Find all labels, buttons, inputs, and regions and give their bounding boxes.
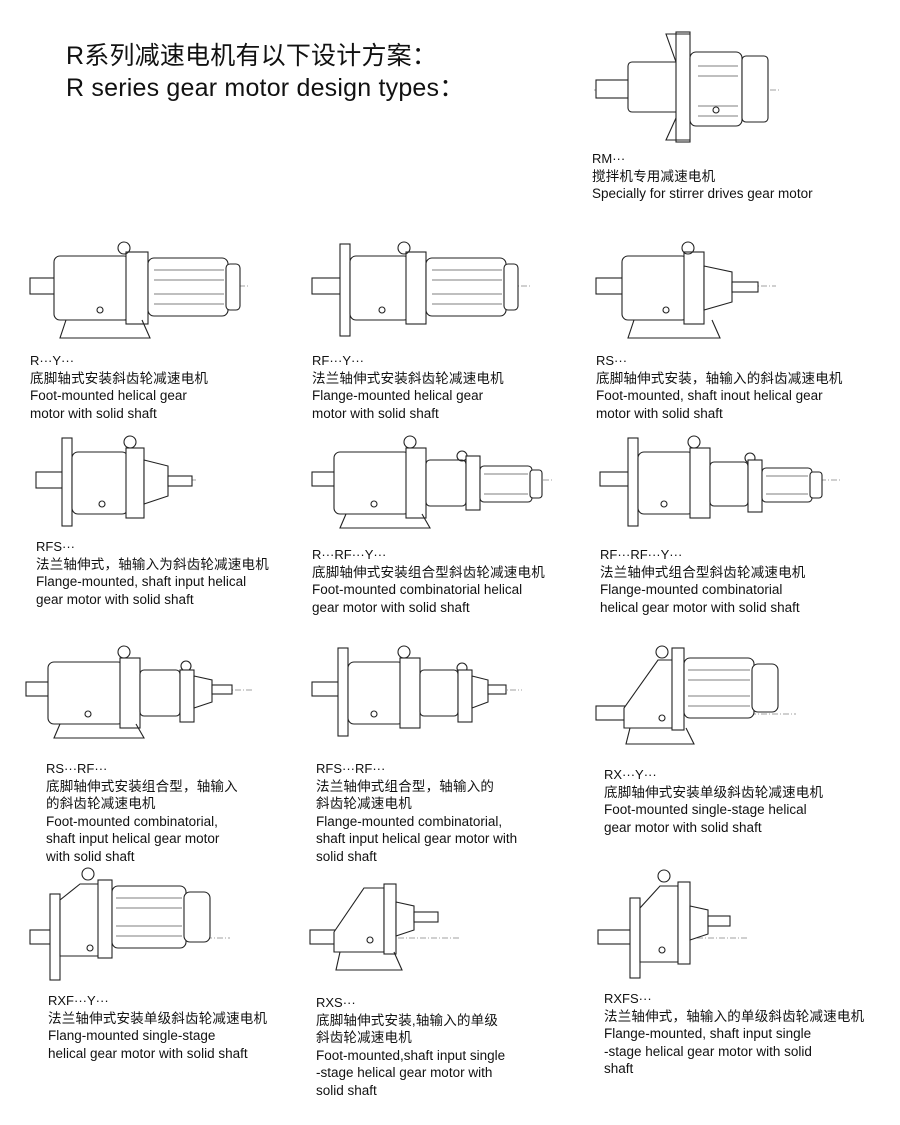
design-name-en-line3: solid shaft xyxy=(316,848,377,864)
design-type-rs: RS··· 底脚轴伸式安装，轴输入的斜齿减速电机 Foot-mounted, s… xyxy=(595,238,843,422)
foot-mounted-gear-motor-drawing xyxy=(29,241,250,339)
design-name-en-line1: Foot-mounted single-stage helical xyxy=(604,802,807,817)
design-name-en-line2: motor with solid shaft xyxy=(30,405,157,421)
design-type-rxs: RXS··· 底脚轴伸式安装,轴输入的单级 斜齿轮减速电机 Foot-mount… xyxy=(309,878,530,1099)
design-type-rx-y: RX···Y··· 底脚轴伸式安装单级斜齿轮减速电机 Foot-mounted … xyxy=(595,638,824,836)
design-type-r-rf-y: R···RF···Y··· 底脚轴伸式安装组合型斜齿轮减速电机 Foot-mou… xyxy=(311,432,552,616)
design-name-cn-line1: 法兰轴伸式组合型，轴输入的 xyxy=(316,778,495,794)
design-code: RS··· xyxy=(596,353,628,368)
design-type-rs-rf: RS···RF··· 底脚轴伸式安装组合型，轴输入 的斜齿轮减速电机 Foot-… xyxy=(25,642,256,865)
design-name-cn: 底脚轴伸式安装单级斜齿轮减速电机 xyxy=(604,784,824,800)
title-chinese: R系列减速电机有以下设计方案： xyxy=(66,42,438,70)
design-name-en-line3: solid shaft xyxy=(316,1082,377,1098)
design-code: RFS··· xyxy=(36,539,75,554)
design-name-cn: 法兰轴伸式安装单级斜齿轮减速电机 xyxy=(48,1010,268,1026)
design-name-en-line2: gear motor with solid shaft xyxy=(312,599,470,615)
design-name-en-line2: motor with solid shaft xyxy=(596,405,723,421)
design-name-en-line2: shaft input helical gear motor with xyxy=(316,831,518,846)
design-name-en-line1: Flange-mounted combinatorial xyxy=(600,582,783,597)
design-type-rxfs: RXFS··· 法兰轴伸式，轴输入的单级斜齿轮减速电机 Flange-mount… xyxy=(597,866,865,1078)
flange-mounted-shaft-input-drawing xyxy=(35,435,196,527)
design-name-en-line2: gear motor with solid shaft xyxy=(604,819,762,835)
design-name-cn-line2: 斜齿轮减速电机 xyxy=(316,1030,412,1045)
design-name-cn: 法兰轴伸式安装斜齿轮减速电机 xyxy=(312,370,504,386)
design-name-en-line2: helical gear motor with solid shaft xyxy=(600,599,800,615)
design-name-cn-line2: 的斜齿轮减速电机 xyxy=(46,796,156,811)
design-name-en-line1: Foot-mounted helical gear xyxy=(30,388,187,403)
design-code: RXFS··· xyxy=(604,991,652,1006)
design-name-cn: 底脚轴伸式安装组合型斜齿轮减速电机 xyxy=(312,564,545,580)
design-type-rfs: RFS··· 法兰轴伸式，轴输入为斜齿轮减速电机 Flange-mounted,… xyxy=(35,432,269,608)
design-code: RF···Y··· xyxy=(312,353,364,368)
design-name-en-line1: Flange-mounted, shaft input helical xyxy=(36,574,247,589)
design-type-rf-rf-y: RF···RF···Y··· 法兰轴伸式组合型斜齿轮减速电机 Flange-mo… xyxy=(599,432,840,616)
flange-mounted-single-stage-drawing xyxy=(29,867,230,981)
design-name-cn: 底脚轴伸式安装，轴输入的斜齿减速电机 xyxy=(596,370,843,386)
design-name-en-line1: Foot-mounted combinatorial, xyxy=(46,813,218,829)
design-name-en-line1: Flange-mounted helical gear xyxy=(312,388,484,403)
design-code: RF···RF···Y··· xyxy=(600,547,683,562)
design-name-en-line3: shaft xyxy=(604,1061,634,1076)
title-english: R series gear motor design types： xyxy=(66,74,465,102)
design-name-cn: 底脚轴式安装斜齿轮减速电机 xyxy=(30,370,209,386)
design-code: RXF···Y··· xyxy=(48,993,109,1008)
design-name-cn-line1: 底脚轴伸式安装,轴输入的单级 xyxy=(316,1012,499,1028)
design-type-rm: RM··· 搅拌机专用减速电机 Specially for stirrer dr… xyxy=(592,22,813,203)
design-code: RX···Y··· xyxy=(604,767,657,782)
design-name-cn: 搅拌机专用减速电机 xyxy=(592,168,716,184)
design-name-cn-line2: 斜齿轮减速电机 xyxy=(316,796,412,811)
design-name-en-line2: -stage helical gear motor with xyxy=(316,1065,493,1080)
design-type-rf-y: RF···Y··· 法兰轴伸式安装斜齿轮减速电机 Flange-mounted … xyxy=(311,238,532,422)
design-code: RXS··· xyxy=(316,995,356,1010)
design-type-rxf-y: RXF···Y··· 法兰轴伸式安装单级斜齿轮减速电机 Flang-mounte… xyxy=(29,860,268,1062)
design-name-en-line1: Flange-mounted, shaft input single xyxy=(604,1026,812,1041)
flange-mounted-gear-motor-drawing xyxy=(311,241,532,337)
page-title: R系列减速电机有以下设计方案： R series gear motor desi… xyxy=(66,40,464,104)
design-name-cn-line1: 底脚轴伸式安装组合型，轴输入 xyxy=(46,778,238,794)
foot-mounted-single-stage-shaft-input-drawing xyxy=(309,883,460,971)
foot-mounted-combination-drawing xyxy=(311,435,552,529)
design-name-en-line2: helical gear motor with solid shaft xyxy=(48,1045,248,1061)
design-code: R···Y··· xyxy=(30,353,75,368)
design-name-en: Specially for stirrer drives gear motor xyxy=(592,186,813,201)
design-code: RS···RF··· xyxy=(46,761,108,776)
design-name-cn: 法兰轴伸式，轴输入为斜齿轮减速电机 xyxy=(36,556,269,572)
design-code: R···RF···Y··· xyxy=(312,547,387,562)
design-code: RFS···RF··· xyxy=(316,761,386,776)
design-name-cn: 法兰轴伸式，轴输入的单级斜齿轮减速电机 xyxy=(604,1008,865,1024)
foot-mounted-combination-shaft-input-drawing xyxy=(25,645,254,739)
design-name-en-line1: Flange-mounted combinatorial, xyxy=(316,813,503,829)
design-name-en-line1: Foot-mounted, shaft inout helical gear xyxy=(596,388,823,403)
design-name-en-line1: Flang-mounted single-stage xyxy=(48,1028,216,1043)
design-name-en-line2: -stage helical gear motor with solid xyxy=(604,1043,812,1059)
design-name-en-line2: motor with solid shaft xyxy=(312,405,439,421)
foot-mounted-shaft-input-drawing xyxy=(595,241,776,339)
design-name-en-line1: Foot-mounted,shaft input single xyxy=(316,1047,506,1063)
design-type-rfs-rf: RFS···RF··· 法兰轴伸式组合型，轴输入的 斜齿轮减速电机 Flange… xyxy=(311,642,542,865)
design-name-en-line3: with solid shaft xyxy=(46,848,135,864)
design-code: RM··· xyxy=(592,151,626,166)
design-type-r-y: R···Y··· 底脚轴式安装斜齿轮减速电机 Foot-mounted heli… xyxy=(29,238,250,422)
design-name-cn: 法兰轴伸式组合型斜齿轮减速电机 xyxy=(600,564,806,580)
stirrer-gear-motor-drawing xyxy=(594,31,780,143)
design-name-en-line1: Foot-mounted combinatorial helical xyxy=(312,582,523,597)
foot-mounted-single-stage-drawing xyxy=(595,645,796,745)
flange-mounted-combination-drawing xyxy=(599,435,840,527)
flange-mounted-combination-shaft-input-drawing xyxy=(311,645,522,737)
design-name-en-line2: shaft input helical gear motor xyxy=(46,831,220,846)
design-name-en-line2: gear motor with solid shaft xyxy=(36,591,194,607)
flange-mounted-single-stage-shaft-input-drawing xyxy=(597,869,748,979)
